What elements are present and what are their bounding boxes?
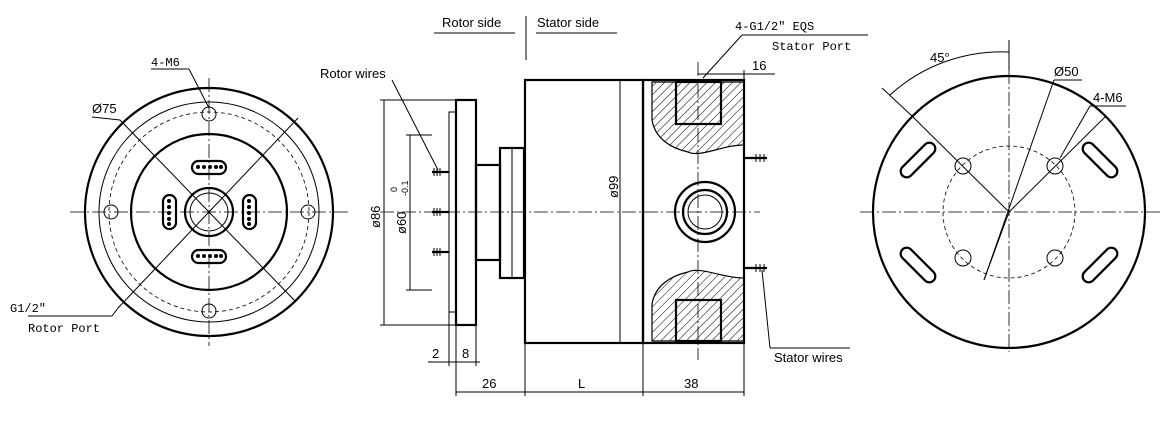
dim-d60-lower-tol: -0.1 [400,180,410,196]
rotor-side-label: Rotor side [442,15,501,30]
bolt-hole-icon [1046,249,1064,267]
main-body [523,78,645,345]
right-holes-label: 4-M6 [1093,90,1123,105]
right-diameter-label: Ø50 [1054,64,1079,79]
wire-slot-icon [190,159,228,176]
wire-slot-icon [241,193,258,231]
side-view: Rotor side Stator side [320,15,868,396]
right-angle-label: 45° [930,50,950,65]
wire-slots [161,159,258,265]
bolt-hole-icon [954,249,972,267]
dim-d99-label: ø99 [606,176,621,198]
rotor-wires-label: Rotor wires [320,66,386,81]
rotor-flange [454,98,478,327]
stator-side-label: Stator side [537,15,599,30]
bolt-hole-icon [1046,157,1064,175]
wire-slot-icon [899,141,937,179]
dim-26-label: 26 [482,376,496,391]
dim-d60-label: ø60 [394,212,409,234]
stator-block [641,78,746,345]
wire-slot-icon [190,248,228,265]
stator-wires [744,154,767,272]
bolt-hole-icon [300,204,316,220]
rotor-port-label: Rotor Port [28,322,100,336]
angle-arc [889,51,1010,96]
wire-slot-icon [899,246,937,284]
diameter-leader-75 [119,119,297,303]
stator-wires-label: Stator wires [774,350,843,365]
left-holes-label: 4-M6 [151,56,180,70]
upper-port-bore [674,80,723,126]
right-end-view: 45° Ø50 4-M6 [860,40,1160,352]
rotor-wires [432,168,449,256]
dim-8-label: 8 [462,346,469,361]
bolt-hole-icon [201,303,217,319]
bolt-hole-icon [103,204,119,220]
wire-slot-icon [1081,141,1119,179]
rotor-port-thread-label: G1/2" [10,302,46,316]
stator-wire-slots [899,141,1119,284]
dim-d86-label: ø86 [368,206,383,228]
wire-slot-icon [1081,246,1119,284]
rotor-neck [474,163,502,262]
dim-L-label: L [578,376,585,391]
bolt-hole-icon [954,157,972,175]
dim-2-label: 2 [432,346,439,361]
lower-port-bore [674,298,723,343]
dim-16-label: 16 [752,58,766,73]
dim-d60-upper-tol: 0 [389,187,399,192]
stator-port-thread-label: 4-G1/2" EQS [735,20,814,34]
stator-port-label: Stator Port [772,40,851,54]
wire-slot-icon [161,193,178,231]
rotor-port-leader [117,117,299,309]
dim-38-label: 38 [684,376,698,391]
left-diameter-label: Ø75 [92,101,117,116]
left-end-view: 4-M6 Ø75 G1/2" Rotor Port [10,56,348,346]
